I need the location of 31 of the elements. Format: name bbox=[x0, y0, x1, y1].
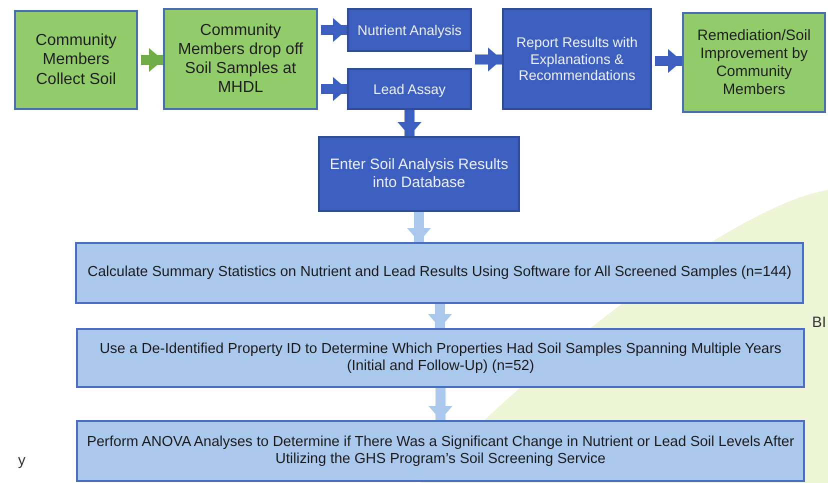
step-text: Nutrient Analysis bbox=[357, 22, 462, 38]
step-text: Lead Assay bbox=[373, 80, 446, 98]
block-arrow bbox=[321, 77, 347, 101]
process-box bbox=[347, 68, 472, 110]
process-box bbox=[347, 8, 472, 52]
step-text: Calculate Summary Statistics on Nutrient and Lead Results Using Software for All Screened Samples (n=144) bbox=[88, 264, 792, 282]
block-arrow bbox=[655, 49, 682, 73]
process-box bbox=[682, 12, 826, 113]
block-arrow bbox=[428, 304, 452, 328]
text-fragment: BI bbox=[812, 314, 826, 331]
step-text: Community Members Collect Soil bbox=[34, 31, 118, 89]
step-text: Enter Soil Analysis Results into Database bbox=[328, 156, 510, 192]
step-text: Report Results with Explanations & Recommendations bbox=[515, 34, 639, 84]
text-fragment: y bbox=[18, 452, 26, 469]
block-arrow bbox=[321, 18, 347, 42]
step-text: Use a De-Identified Property ID to Determine Which Properties Had Soil Samples Spanning Multiple Years (Initial and Follow-Up) (n=52) bbox=[98, 340, 782, 376]
step-text: Perform ANOVA Analyses to Determine if There Was a Significant Change in Nutrient or Lead Soil Levels After Utilizing the GHS Program’s Soil Screening Service bbox=[86, 434, 796, 468]
process-box bbox=[502, 8, 652, 110]
block-arrow bbox=[407, 212, 431, 242]
step-text: Community Members drop off Soil Samples at MHDL bbox=[176, 20, 304, 98]
process-box bbox=[76, 328, 805, 388]
block-arrow bbox=[475, 48, 502, 72]
process-box bbox=[14, 10, 138, 110]
block-arrow bbox=[398, 110, 422, 136]
process-box bbox=[318, 136, 520, 212]
process-box bbox=[76, 420, 805, 482]
process-box bbox=[75, 242, 804, 304]
block-arrow bbox=[428, 388, 452, 420]
block-arrow bbox=[141, 48, 163, 72]
process-box bbox=[163, 8, 318, 110]
step-text: Remediation/Soil Improvement by Community Members bbox=[696, 26, 812, 98]
